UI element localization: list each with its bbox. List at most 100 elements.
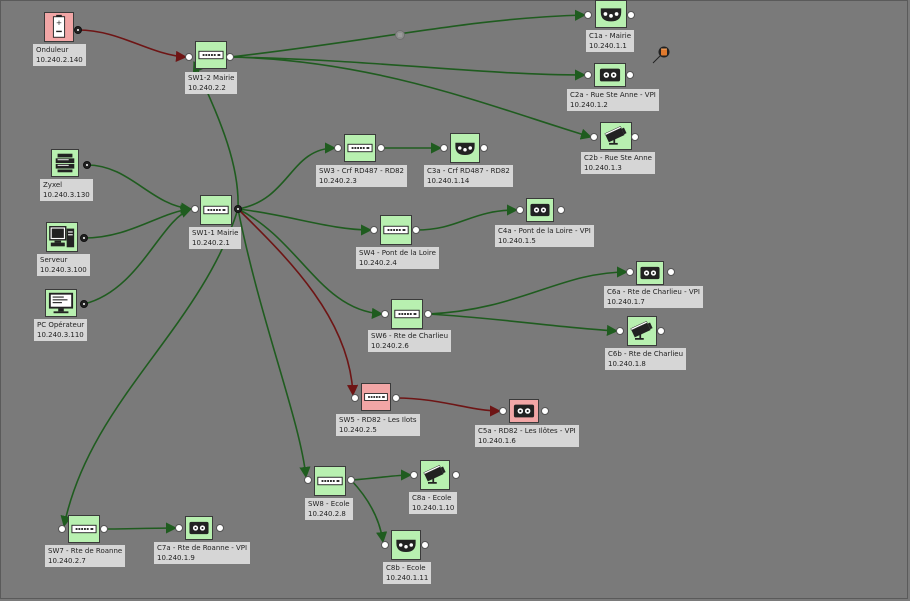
input-port[interactable]	[516, 206, 524, 214]
input-port[interactable]	[440, 144, 448, 152]
link-sw11-sw5[interactable]	[237, 208, 359, 397]
output-port[interactable]	[627, 11, 635, 19]
input-port[interactable]	[499, 407, 507, 415]
output-port[interactable]	[216, 524, 224, 532]
output-port[interactable]	[83, 161, 91, 169]
switch-icon[interactable]	[314, 466, 346, 496]
link-sw12-c2b[interactable]	[229, 56, 593, 140]
bullet-camera-icon[interactable]	[420, 460, 450, 490]
plate-reader-camera-icon[interactable]	[509, 399, 539, 423]
link-zyxel-sw11[interactable]	[86, 164, 193, 214]
link-sw7-c7a[interactable]	[103, 522, 178, 534]
plate-reader-camera-icon[interactable]	[526, 198, 554, 222]
input-port[interactable]	[191, 205, 199, 213]
node-ip: 10.240.1.7	[607, 298, 645, 306]
input-port[interactable]	[185, 53, 193, 61]
input-port[interactable]	[616, 327, 624, 335]
output-port[interactable]	[626, 71, 634, 79]
link-ups-sw12[interactable]	[77, 29, 188, 63]
node-name: C2b - Rue Ste Anne	[584, 154, 652, 162]
link-sw11-sw7[interactable]	[60, 208, 239, 528]
input-port[interactable]	[381, 541, 389, 549]
server-icon[interactable]	[46, 222, 78, 252]
link-sw8-c8b[interactable]	[350, 479, 388, 544]
link-sw5-c5a[interactable]	[395, 397, 502, 417]
switch-icon[interactable]	[68, 515, 100, 543]
output-port[interactable]	[667, 268, 675, 276]
plate-reader-camera-icon[interactable]	[185, 516, 213, 540]
input-port[interactable]	[58, 525, 66, 533]
input-port[interactable]	[175, 524, 183, 532]
output-port[interactable]	[80, 300, 88, 308]
plate-reader-camera-icon[interactable]	[636, 261, 664, 285]
switch-icon[interactable]	[380, 215, 412, 245]
output-port[interactable]	[100, 525, 108, 533]
input-port[interactable]	[626, 268, 634, 276]
output-port[interactable]	[347, 476, 355, 484]
trash-icon[interactable]	[652, 44, 672, 64]
output-port[interactable]	[452, 471, 460, 479]
bullet-camera-icon[interactable]	[627, 316, 657, 346]
switch-icon[interactable]	[195, 41, 227, 69]
switch-icon[interactable]	[200, 195, 232, 225]
link-sw12-c1a[interactable]	[229, 9, 587, 58]
node-ip: 10.240.1.2	[570, 101, 608, 109]
link-sw11-sw6[interactable]	[237, 208, 384, 319]
battery-icon[interactable]: +	[44, 12, 74, 42]
node-ip: 10.240.2.2	[188, 84, 226, 92]
output-port[interactable]	[80, 234, 88, 242]
switch-icon[interactable]	[361, 383, 391, 411]
switch-icon[interactable]	[391, 299, 423, 329]
node-name: PC Opérateur	[37, 321, 85, 329]
output-port[interactable]	[657, 327, 665, 335]
input-port[interactable]	[590, 133, 598, 141]
cursor-indicator-icon	[395, 25, 405, 40]
link-sw6-c6a[interactable]	[427, 266, 629, 315]
link-sw8-c8a[interactable]	[350, 469, 413, 481]
link-sw6-c6b[interactable]	[427, 313, 619, 337]
output-port[interactable]	[392, 394, 400, 402]
input-port[interactable]	[351, 394, 359, 402]
output-port[interactable]	[421, 541, 429, 549]
dome-camera-icon[interactable]	[391, 530, 421, 560]
output-port[interactable]	[424, 310, 432, 318]
output-port[interactable]	[234, 205, 242, 213]
monitor-icon[interactable]	[45, 289, 77, 317]
plate-reader-camera-icon[interactable]	[594, 63, 626, 87]
input-port[interactable]	[410, 471, 418, 479]
output-port[interactable]	[412, 226, 420, 234]
router-icon[interactable]	[51, 149, 79, 177]
dome-camera-icon[interactable]	[450, 133, 480, 163]
output-port[interactable]	[557, 206, 565, 214]
node-ip: 10.240.3.110	[37, 331, 84, 339]
input-port[interactable]	[584, 71, 592, 79]
link-sw12-c2a[interactable]	[229, 56, 587, 81]
output-port[interactable]	[74, 26, 82, 34]
output-port[interactable]	[226, 53, 234, 61]
link-pc-sw11[interactable]	[83, 207, 193, 305]
output-port[interactable]	[631, 133, 639, 141]
link-server-sw11[interactable]	[83, 204, 193, 239]
input-port[interactable]	[370, 226, 378, 234]
input-port[interactable]	[334, 144, 342, 152]
bullet-camera-icon[interactable]	[600, 122, 632, 150]
link-sw11-sw8[interactable]	[237, 208, 311, 479]
output-port[interactable]	[541, 407, 549, 415]
dome-camera-icon[interactable]	[595, 0, 627, 28]
input-port[interactable]	[584, 11, 592, 19]
switch-icon[interactable]	[344, 134, 376, 162]
link-sw11-sw3[interactable]	[237, 142, 337, 210]
input-port[interactable]	[304, 476, 312, 484]
input-port[interactable]	[381, 310, 389, 318]
node-ip: 10.240.1.6	[478, 437, 516, 445]
output-port[interactable]	[377, 144, 385, 152]
link-sw11-sw4[interactable]	[237, 208, 373, 236]
link-sw4-c4a[interactable]	[415, 204, 519, 231]
output-port[interactable]	[480, 144, 488, 152]
